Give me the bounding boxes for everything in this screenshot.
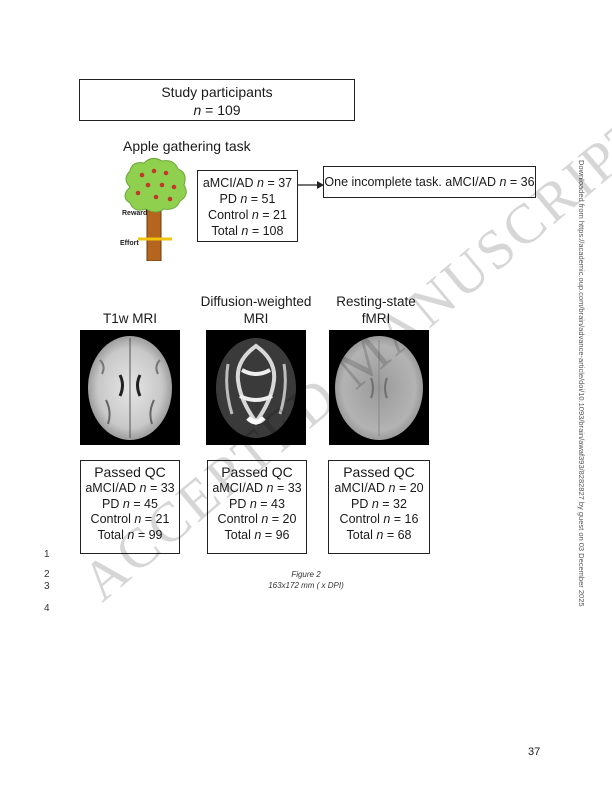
qc-box-fmri: Passed QC aMCI/AD n = 20 PD n = 32 Contr… xyxy=(328,460,430,554)
modality-title-dwi: Diffusion-weighted MRI xyxy=(200,294,312,326)
apple-count-amci: aMCI/AD n = 37 xyxy=(202,176,293,190)
apple-tree-illustration: Reward Effort xyxy=(120,157,187,261)
t1w-brain-image xyxy=(80,330,180,445)
study-participants-box: Study participants n = 109 xyxy=(79,79,355,121)
line-number: 4 xyxy=(44,603,50,614)
fmri-brain-image xyxy=(329,330,429,445)
page-number: 37 xyxy=(528,746,541,758)
qc-box-dwi: Passed QC aMCI/AD n = 33 PD n = 43 Contr… xyxy=(207,460,307,554)
line-number: 2 xyxy=(44,569,50,580)
qc-box-t1w: Passed QC aMCI/AD n = 33 PD n = 45 Contr… xyxy=(80,460,180,554)
line-number: 3 xyxy=(44,581,50,592)
modality-title-fmri: Resting-state fMRI xyxy=(336,294,416,326)
apple-count-total: Total n = 108 xyxy=(211,224,284,238)
figure-caption: Figure 2 163x172 mm ( x DPI) xyxy=(200,569,412,591)
reward-label: Reward xyxy=(122,210,147,217)
incomplete-task-box: One incomplete task. aMCI/AD n = 36 xyxy=(323,166,536,198)
line-number: 1 xyxy=(44,549,50,560)
dwi-brain-image xyxy=(206,330,306,445)
modality-title-t1w: T1w MRI xyxy=(103,311,157,326)
participants-title: Study participants xyxy=(161,84,273,100)
figure-dimensions: 163x172 mm ( x DPI) xyxy=(268,581,344,590)
participants-count: n = 109 xyxy=(193,102,241,118)
apple-count-pd: PD n = 51 xyxy=(219,192,276,206)
apple-task-counts-box: aMCI/AD n = 37 PD n = 51 Control n = 21 … xyxy=(197,170,298,242)
arrow-icon xyxy=(298,181,324,189)
effort-label: Effort xyxy=(120,240,139,247)
apple-count-control: Control n = 21 xyxy=(208,208,287,222)
download-notice: Downloaded from https://academic.oup.com… xyxy=(577,160,586,607)
apple-task-title: Apple gathering task xyxy=(123,138,251,154)
figure-title: Figure 2 xyxy=(291,570,321,579)
